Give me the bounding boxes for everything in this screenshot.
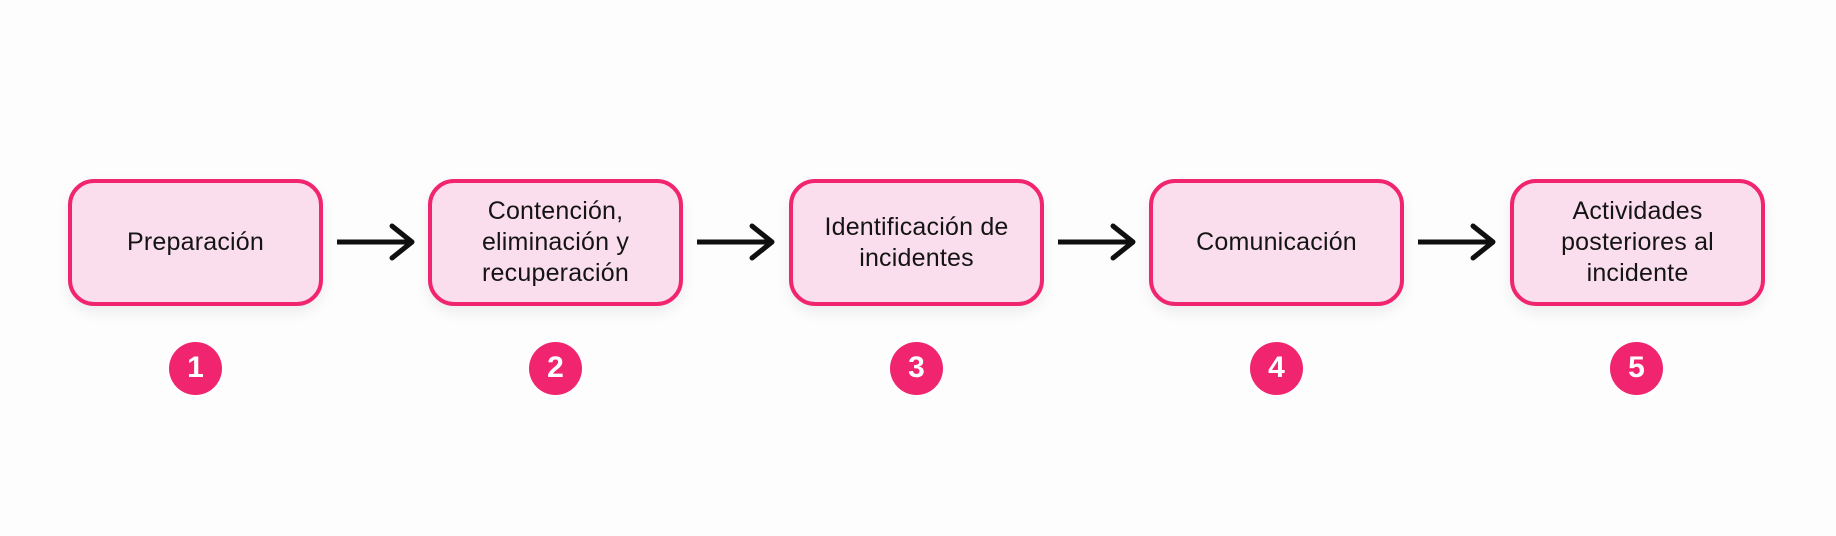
right-arrow-icon: [1415, 220, 1499, 264]
step-number: 1: [187, 350, 204, 384]
step-label: Identificación de incidentes: [824, 212, 1009, 272]
step-number: 4: [1268, 350, 1285, 384]
step-number-badge: 4: [1250, 342, 1303, 395]
step-number-badge: 2: [529, 342, 582, 395]
step-label: Contención, eliminación y recuperación: [481, 197, 630, 287]
step-label: Preparación: [126, 228, 264, 256]
step-number: 2: [547, 350, 564, 384]
step-box-identificacion-incidentes: Identificación de incidentes: [789, 179, 1044, 306]
step-number-badge: 1: [169, 342, 222, 395]
right-arrow-icon: [1055, 220, 1139, 264]
step-number-badge: 5: [1610, 342, 1663, 395]
step-label: Actividades posteriores al incidente: [1561, 197, 1714, 287]
step-number: 5: [1628, 350, 1645, 384]
step-number: 3: [908, 350, 925, 384]
step-box-contencion-eliminacion-recuperacion: Contención, eliminación y recuperación: [428, 179, 683, 306]
step-box-comunicacion: Comunicación: [1149, 179, 1404, 306]
step-number-badge: 3: [890, 342, 943, 395]
step-label: Comunicación: [1196, 228, 1357, 256]
step-box-preparacion: Preparación: [68, 179, 323, 306]
step-box-actividades-posteriores: Actividades posteriores al incidente: [1510, 179, 1765, 306]
right-arrow-icon: [694, 220, 778, 264]
right-arrow-icon: [334, 220, 418, 264]
